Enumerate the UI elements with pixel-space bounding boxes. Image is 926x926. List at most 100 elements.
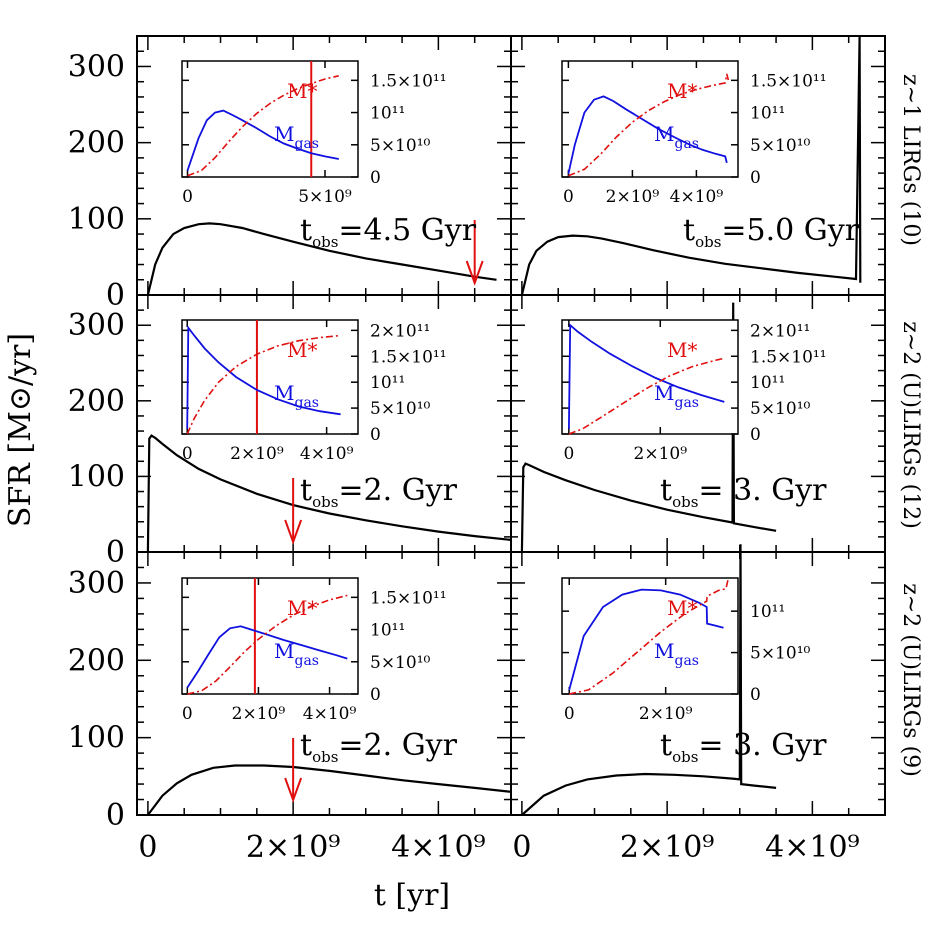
inset-y-tick-label: 5×10¹⁰ [750,399,811,419]
inset-y-tick-label: 10¹¹ [370,373,405,393]
inset-mstar-curve [568,73,730,177]
inset-y-tick-label: 5×10¹⁰ [750,644,811,664]
inset-frame [561,577,739,695]
y-tick-label: 200 [68,643,125,678]
inset-y-tick-label: 1.5×10¹¹ [370,347,447,367]
inset-mgas-label: Mgas [274,639,319,669]
inset-x-tick-label: 2×10⁹ [606,187,660,207]
inset-mgas-curve [567,95,728,174]
x-tick-label: 2×10⁹ [620,830,714,865]
inset-x-tick-label: 0 [182,187,193,207]
mstar-text: M* [287,79,317,103]
sfr-curve [520,35,862,296]
x-tick-label: 0 [138,830,157,865]
row-label-2: z~2 (U)LIRGs (12) [898,321,923,529]
mstar-text: M* [667,338,697,362]
mgas-sub: gas [294,136,319,152]
tobs-sub: obs [672,748,698,766]
sfr-curve [521,544,777,816]
tobs-label: tobs=5.0 Gyr [683,213,860,251]
tobs-t: t [660,728,672,763]
inset-y-tick-label: 2×10¹¹ [750,321,810,341]
inset-mstar-label: M* [287,596,317,620]
inset-y-tick-label: 2×10¹¹ [370,321,430,341]
sfr-curve [147,764,512,816]
inset-frame [181,319,359,435]
inset-mstar-curve [186,334,341,435]
inset-mstar-curve [187,594,348,695]
y-tick-label: 0 [106,278,125,313]
tobs-t: t [683,213,695,248]
inset-x-tick-label: 0 [564,704,575,724]
inset-frame [561,319,739,435]
panels-layer: 0 100 200 300 tobs=4.5 Gyr 0 5×10⁹ 0 5×10¹⁰ 10¹¹ 1… [68,35,886,865]
inset-x-tick-label: 4×10⁹ [670,187,724,207]
inset-y-tick-label: 1.5×10¹¹ [750,347,827,367]
tobs-value: =2. Gyr [338,728,457,763]
inset-x-tick-label: 0 [182,704,193,724]
inset-mgas-label: Mgas [654,639,699,669]
inset-y-tick-label: 5×10¹⁰ [370,399,431,419]
tobs-t: t [300,213,312,248]
mgas-text: M [654,122,674,146]
x-tick-label: 4×10⁹ [391,830,485,865]
row-label-3: z~2 (U)LIRGs (9) [898,583,923,777]
inset-x-tick-label: 4×10⁹ [300,444,354,464]
inset-y-tick-label: 5×10¹⁰ [750,136,811,156]
tobs-label: tobs= 3. Gyr [660,473,827,511]
mgas-sub: gas [674,653,699,669]
inset-y-tick-label: 10¹¹ [750,602,785,622]
inset-y-tick-label: 1.5×10¹¹ [370,71,447,91]
mgas-sub: gas [294,653,319,669]
sfr-curve [146,434,512,553]
inset-y-tick-label: 10¹¹ [750,373,785,393]
tobs-sub: obs [312,233,338,251]
inset-mgas-label: Mgas [654,122,699,152]
row-label-1: z~1 LIRGs (10) [898,74,923,246]
mgas-text: M [654,639,674,663]
inset-y-tick-label: 0 [370,685,381,705]
tobs-sub: obs [312,493,338,511]
y-tick-label: 300 [68,566,125,601]
mstar-text: M* [287,338,317,362]
tobs-label: tobs=2. Gyr [300,728,458,766]
mgas-sub: gas [294,395,319,411]
inset-mgas-label: Mgas [654,381,699,411]
inset-y-tick-label: 5×10¹⁰ [370,653,431,673]
inset-x-tick-label: 2×10⁹ [230,444,284,464]
inset-x-tick-label: 2×10⁹ [232,704,286,724]
tobs-sub: obs [312,748,338,766]
tobs-label: tobs=4.5 Gyr [300,213,477,251]
inset-mstar-label: M* [667,338,697,362]
inset-mstar-label: M* [287,79,317,103]
inset-mgas-curve [186,325,341,429]
y-tick-label: 100 [68,459,125,494]
row-labels: z~1 LIRGs (10) z~2 (U)LIRGs (12) z~2 (U)… [898,74,923,777]
inset-mgas-curve [186,109,339,171]
inset-y-tick-label: 10¹¹ [370,104,405,124]
mgas-text: M [274,381,294,405]
inset-x-tick-label: 4×10⁹ [303,704,357,724]
inset-mgas-curve [568,323,725,429]
mstar-text: M* [667,79,697,103]
mgas-sub: gas [674,395,699,411]
inset-mgas-curve [568,588,724,691]
inset-y-tick-label: 10¹¹ [750,104,785,124]
y-tick-label: 200 [68,384,125,419]
y-tick-label: 300 [68,308,125,343]
y-tick-label: 0 [106,535,125,570]
y-axis-label: SFR [M⊙/yr] [3,333,38,527]
inset-x-tick-label: 5×10⁹ [298,187,352,207]
inset-x-tick-label: 2×10⁹ [639,704,693,724]
inset-mstar-label: M* [667,596,697,620]
tobs-value: =5.0 Gyr [721,213,859,248]
inset-frame [561,60,739,178]
mgas-sub: gas [674,136,699,152]
inset-x-tick-label: 0 [563,187,574,207]
inset-mgas-curve [186,625,348,689]
